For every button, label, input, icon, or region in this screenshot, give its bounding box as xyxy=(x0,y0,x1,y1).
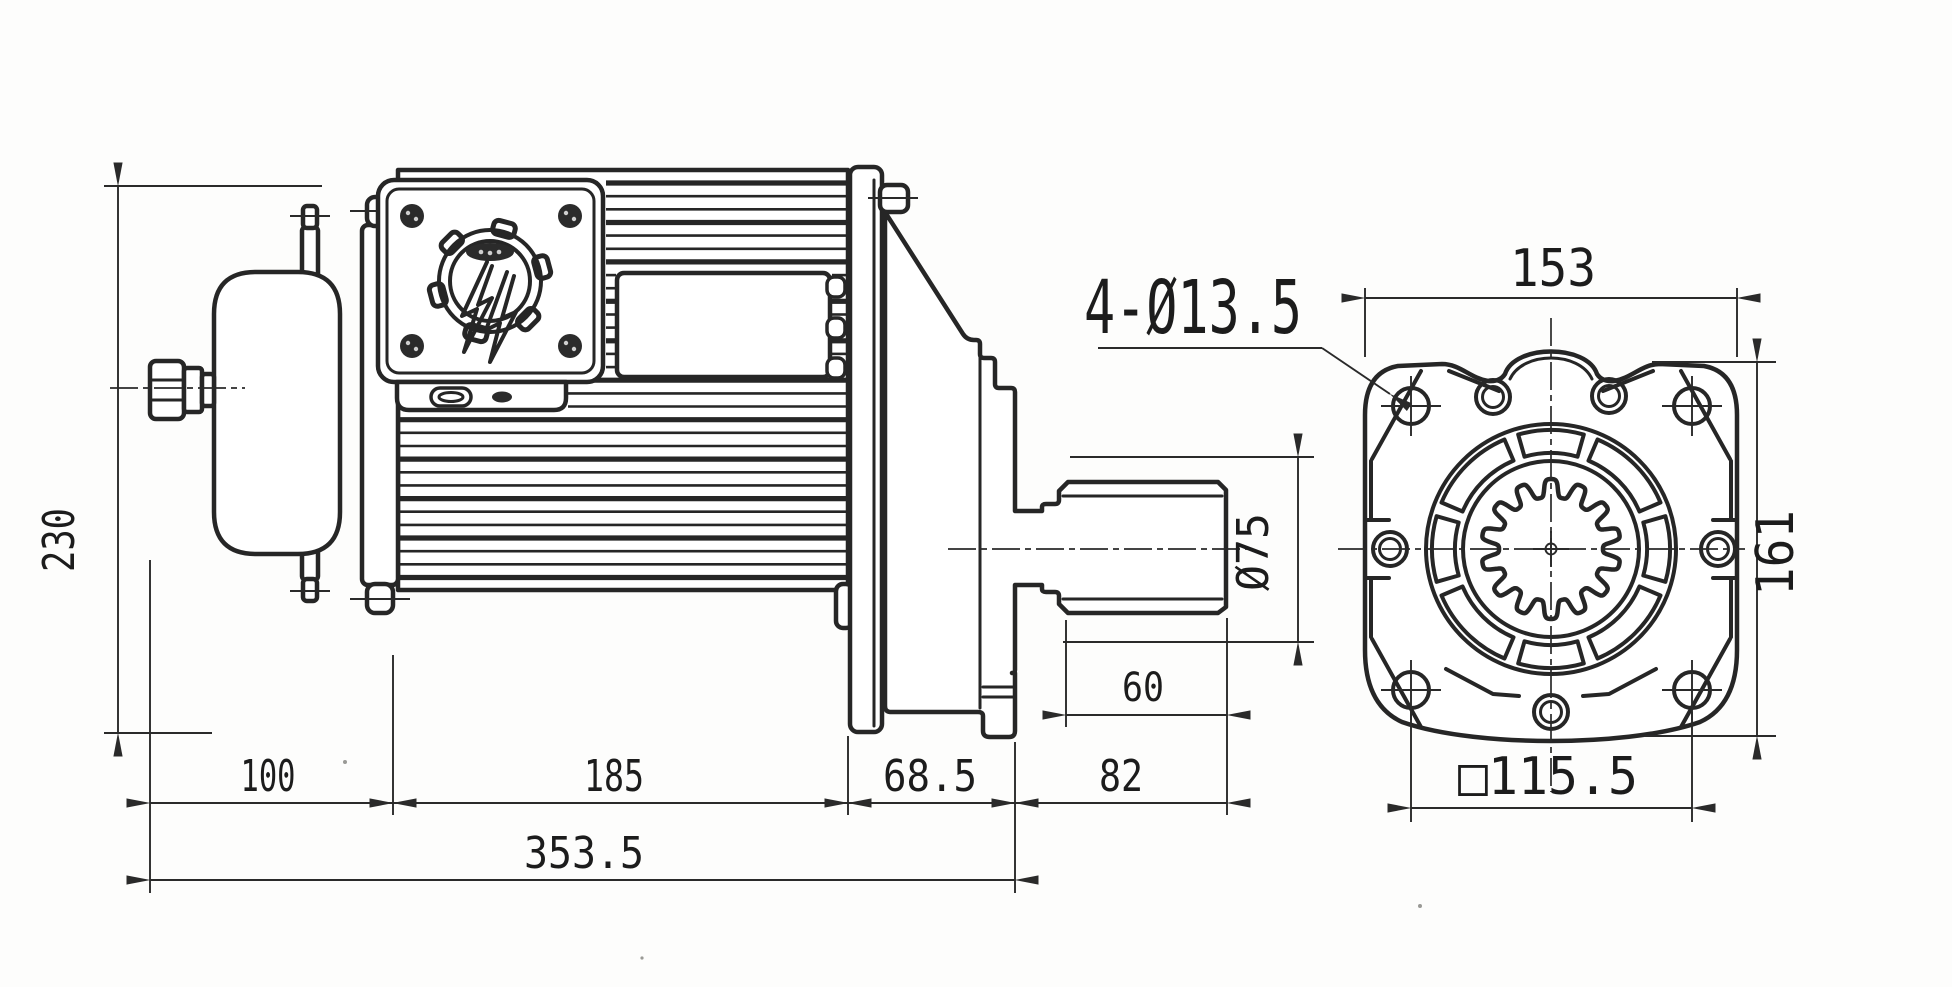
output-shaft xyxy=(1061,494,1224,601)
front-flange-plate xyxy=(833,164,918,735)
dim-flange-width-label: 153 xyxy=(1510,239,1596,299)
hole-callout-4xd13-5: 4-Ø13.5 xyxy=(1084,265,1413,411)
dim-total-label: 353.5 xyxy=(524,828,644,879)
dim-shaft-ext-label: 82 xyxy=(1099,751,1143,802)
hole-callout-label: 4-Ø13.5 xyxy=(1084,265,1302,351)
scan-speck xyxy=(640,956,644,960)
dim-total-353-5: 353.5 xyxy=(126,828,1039,885)
flange-top-bump-inner xyxy=(1508,356,1594,381)
dim-height-label: 230 xyxy=(34,508,85,572)
dim-shaft-ext-82: 82 xyxy=(991,751,1251,808)
dim-shaft-dia-label: Ø75 xyxy=(1228,513,1279,591)
dim-rear-100: 100 xyxy=(126,751,417,808)
dim-height-230: 230 xyxy=(34,162,322,757)
dim-bolt-square-label: □115.5 xyxy=(1458,747,1638,807)
fin-tab xyxy=(825,316,847,340)
dim-body-label: 185 xyxy=(584,751,644,802)
dim-flange-width-153: 153 xyxy=(1341,239,1761,357)
nameplate xyxy=(614,270,833,380)
dim-bolt-square-115-5: □115.5 xyxy=(1387,712,1716,822)
dim-flange-height-161: 161 xyxy=(1645,338,1806,760)
dimensions: 230 100 185 68.5 82 353.5 xyxy=(34,162,1806,893)
gearbox-housing xyxy=(882,209,1229,740)
flange-view xyxy=(1338,318,1745,792)
dim-flange-height-label: 161 xyxy=(1746,510,1806,596)
side-view xyxy=(110,164,1256,740)
fin-tab xyxy=(825,275,847,299)
cooling-fins xyxy=(400,180,847,581)
terminal-box xyxy=(375,177,606,413)
scan-speck xyxy=(1418,904,1422,908)
dim-shaft-length-60: 60 xyxy=(1042,665,1251,720)
brake-housing xyxy=(211,269,343,557)
fin-tab xyxy=(825,356,847,380)
terminal-box-screw xyxy=(400,204,582,358)
brand-logo-icon xyxy=(426,217,554,364)
spoke-cutouts xyxy=(1429,427,1673,671)
dim-gearbox-label: 68.5 xyxy=(883,751,977,802)
dim-shaft-dia-75: Ø75 xyxy=(1063,433,1314,666)
terminal-box-foot xyxy=(394,379,569,413)
brake-adjuster-bolt xyxy=(147,358,217,422)
dim-body-185: 185 xyxy=(369,751,872,808)
dim-shaft-length-label: 60 xyxy=(1122,665,1164,711)
dim-rear-label: 100 xyxy=(241,751,296,802)
bolt-holes xyxy=(1381,376,1722,720)
dim-gearbox-68-5: 68.5 xyxy=(824,751,1039,808)
scan-speck xyxy=(343,760,347,764)
